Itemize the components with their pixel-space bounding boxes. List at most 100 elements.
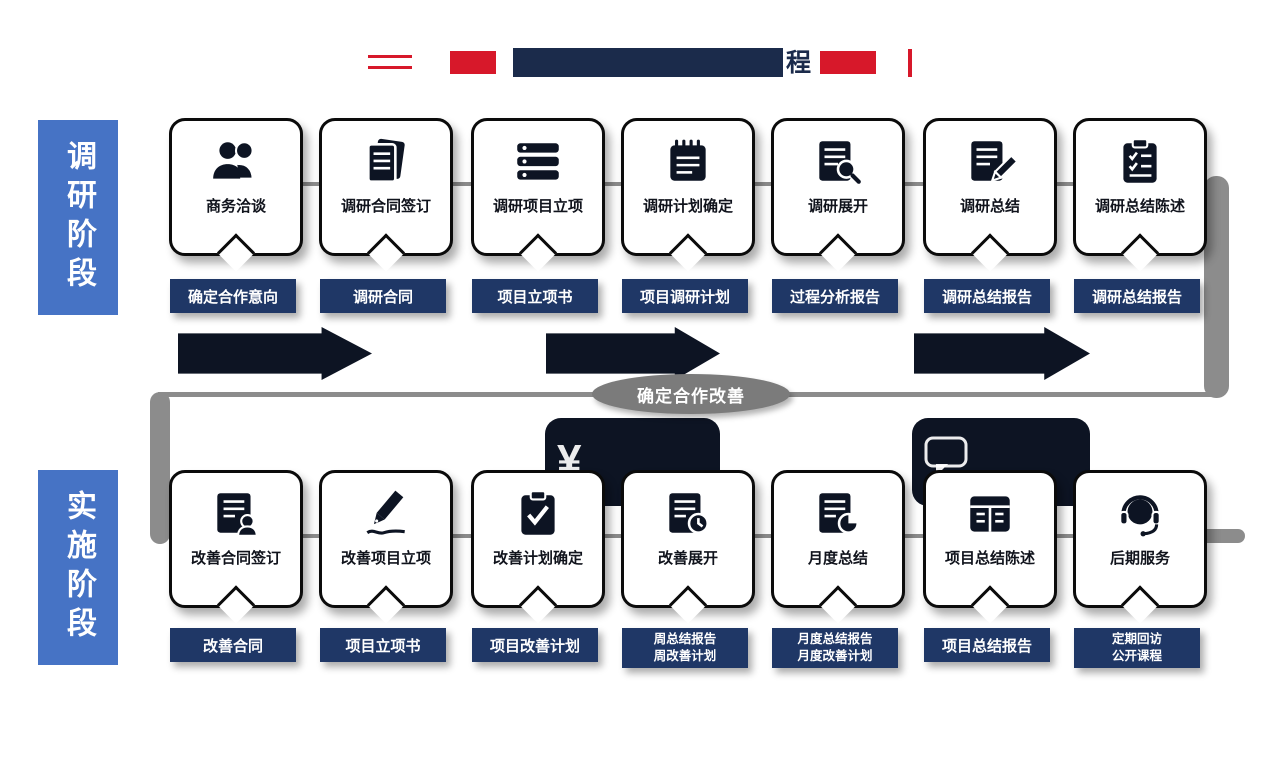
documents-icon	[359, 133, 413, 191]
card-label: 调研计划确定	[642, 198, 733, 215]
deliverable-badge: 调研总结报告	[924, 279, 1050, 313]
process-card: 改善计划确定	[471, 470, 605, 624]
clipboard-check-icon	[511, 485, 565, 543]
card-notch	[1120, 233, 1160, 272]
deliverable-badge: 周总结报告周改善计划	[622, 628, 748, 668]
card-label: 改善合同签订	[190, 550, 281, 567]
card-label: 调研总结陈述	[1094, 198, 1185, 215]
deliverable-badge: 过程分析报告	[772, 279, 898, 313]
card-notch	[970, 233, 1010, 272]
deliverable-badge: 项目总结报告	[924, 628, 1050, 662]
phase-label-implementation: 实施阶段	[38, 470, 118, 665]
process-card: 调研总结陈述	[1073, 118, 1207, 272]
process-card: 改善合同签订	[169, 470, 303, 624]
loop-pill: 确定合作改善	[592, 374, 790, 414]
process-card: 月度总结	[771, 470, 905, 624]
deliverable-badge-line: 定期回访	[1111, 632, 1162, 647]
card-notch	[1120, 585, 1160, 624]
deliverable-badge: 项目改善计划	[472, 628, 598, 662]
headset-icon	[1113, 485, 1167, 543]
flow-arrow-2	[546, 327, 720, 380]
card-notch	[366, 233, 406, 272]
card-notch	[216, 585, 256, 624]
deliverable-badge: 项目立项书	[472, 279, 598, 313]
card-notch	[818, 233, 858, 272]
card-label: 改善展开	[657, 550, 718, 567]
process-card: 商务洽谈	[169, 118, 303, 272]
report-grid-icon	[963, 485, 1017, 543]
deliverable-badge-line: 项目改善计划	[489, 637, 580, 655]
deliverable-badge-line: 调研合同	[352, 288, 413, 306]
phase-label-research: 调研阶段	[38, 120, 118, 315]
deliverable-badge: 调研总结报告	[1074, 279, 1200, 313]
list-icon	[511, 133, 565, 191]
process-card: 改善展开	[621, 470, 755, 624]
header-red-block-left	[450, 51, 496, 74]
card-label: 后期服务	[1109, 550, 1170, 567]
doc-clock-icon	[661, 485, 715, 543]
process-card: 调研总结	[923, 118, 1057, 272]
deliverable-badge-line: 项目立项书	[345, 637, 421, 655]
card-notch	[518, 233, 558, 272]
card-label: 月度总结	[807, 550, 868, 567]
people-icon	[209, 133, 263, 191]
card-notch	[366, 585, 406, 624]
card-label: 项目总结陈述	[944, 550, 1035, 567]
connector-elbow-left	[150, 392, 170, 544]
process-card: 调研展开	[771, 118, 905, 272]
flow-arrow-1	[178, 327, 372, 380]
deliverable-badge: 月度总结报告月度改善计划	[772, 628, 898, 668]
header-red-block-right	[820, 51, 876, 74]
card-notch	[668, 585, 708, 624]
card-notch	[216, 233, 256, 272]
deliverable-badge-line: 确定合作意向	[187, 288, 278, 306]
process-card: 后期服务	[1073, 470, 1207, 624]
card-notch	[970, 585, 1010, 624]
connector-elbow-right	[1204, 176, 1229, 398]
deliverable-badge-line: 项目立项书	[497, 288, 573, 306]
header-red-tick	[908, 49, 912, 77]
doc-search-icon	[811, 133, 865, 191]
doc-edit-icon	[963, 133, 1017, 191]
notepad-icon	[661, 133, 715, 191]
header-equals-decoration	[368, 55, 412, 77]
deliverable-badge: 确定合作意向	[170, 279, 296, 313]
process-card: 改善项目立项	[319, 470, 453, 624]
deliverable-badge-line: 周总结报告	[653, 632, 717, 647]
pen-icon	[359, 485, 413, 543]
clipboard-list-icon	[1113, 133, 1167, 191]
deliverable-badge-line: 周改善计划	[653, 649, 717, 663]
deliverable-badge: 定期回访公开课程	[1074, 628, 1200, 668]
flow-arrow-3	[914, 327, 1090, 380]
process-card: 调研合同签订	[319, 118, 453, 272]
card-label: 调研总结	[959, 198, 1020, 215]
card-notch	[818, 585, 858, 624]
deliverable-badge-line: 项目调研计划	[639, 288, 730, 306]
doc-sign-icon	[209, 485, 263, 543]
card-label: 调研展开	[807, 198, 868, 215]
deliverable-badge: 改善合同	[170, 628, 296, 662]
card-label: 改善计划确定	[492, 550, 583, 567]
deliverable-badge: 调研合同	[320, 279, 446, 313]
deliverable-badge: 项目立项书	[320, 628, 446, 662]
process-card: 调研项目立项	[471, 118, 605, 272]
process-card: 调研计划确定	[621, 118, 755, 272]
deliverable-badge-line: 月度改善计划	[797, 649, 873, 663]
page-title-fragment: 程	[786, 49, 812, 77]
deliverable-badge-line: 过程分析报告	[789, 288, 880, 306]
process-card: 项目总结陈述	[923, 470, 1057, 624]
deliverable-badge-line: 公开课程	[1111, 649, 1162, 663]
header-title-bar	[513, 48, 783, 77]
card-notch	[668, 233, 708, 272]
deliverable-badge-line: 调研总结报告	[1091, 288, 1182, 306]
deliverable-badge: 项目调研计划	[622, 279, 748, 313]
deliverable-badge-line: 月度总结报告	[797, 632, 873, 647]
doc-pie-icon	[811, 485, 865, 543]
card-label: 调研合同签订	[340, 198, 431, 215]
card-notch	[518, 585, 558, 624]
deliverable-badge-line: 项目总结报告	[941, 637, 1032, 655]
card-label: 调研项目立项	[492, 198, 583, 215]
deliverable-badge-line: 调研总结报告	[941, 288, 1032, 306]
card-label: 改善项目立项	[340, 550, 431, 567]
deliverable-badge-line: 改善合同	[202, 637, 263, 655]
